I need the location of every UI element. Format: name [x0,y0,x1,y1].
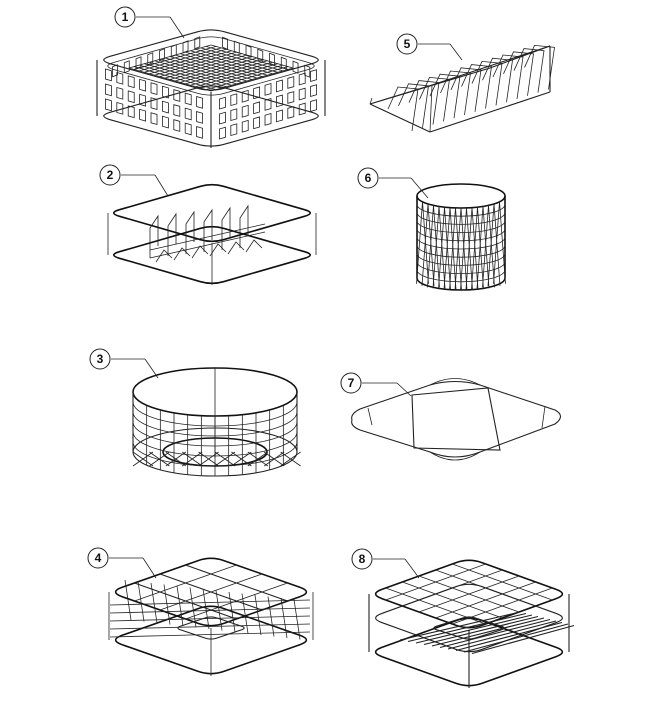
basket-8-center-cell [433,616,505,640]
basket-8-bottom-frame [374,617,564,687]
callout-7: 7 [340,372,412,397]
callout-3: 3 [89,348,159,379]
callout-3-label: 3 [97,352,104,366]
callout-4: 4 [87,547,157,579]
callout-1-label: 1 [122,10,129,24]
callout-2: 2 [99,164,169,197]
basket-item-2: 2 [99,164,317,285]
callout-5-label: 5 [404,37,411,51]
basket-6-bottom-ring [416,277,506,291]
basket-2-plate-pegs [149,204,266,263]
callout-7-label: 7 [348,376,355,390]
basket-3-drawing [132,367,301,477]
basket-4-top-frame [114,557,308,627]
callout-8: 8 [351,548,420,579]
callout-1: 1 [114,6,185,39]
basket-4-drawing [108,557,314,676]
basket-1-bottom-rim [103,85,319,147]
basket-item-3: 3 [89,348,301,477]
basket-7-tray-outline [351,380,562,458]
basket-8-top-frame [374,559,564,629]
callout-6: 6 [357,167,429,199]
basket-1-side-windows [105,36,318,140]
basket-2-top-frame [112,183,312,243]
basket-5-base-spine [369,45,551,105]
basket-1-drawing [96,29,326,148]
basket-7-drawing [351,378,562,461]
basket-item-8: 8 [351,548,575,688]
basket-item-7: 7 [340,372,562,461]
callout-4-label: 4 [95,551,102,565]
basket-2-bottom-frame [112,225,312,285]
basket-2-drawing [107,183,317,285]
callout-6-label: 6 [365,171,372,185]
callout-8-label: 8 [359,552,366,566]
basket-6-drawing [416,183,506,291]
basket-5-drawing [369,44,555,133]
basket-4-center-cell [177,616,245,640]
basket-6-top-ring [416,183,506,209]
basket-item-1: 1 [96,6,326,148]
basket-item-4: 4 [87,547,314,676]
basket-6-mesh [416,201,506,291]
basket-3-mesh [132,401,301,476]
basket-8-mesh [385,563,575,655]
basket-7-center-panel [411,387,501,451]
basket-1-grid [128,44,294,92]
callout-2-label: 2 [107,168,114,182]
basket-4-dividers [109,564,311,640]
callout-5: 5 [396,33,463,61]
basket-8-drawing [368,559,575,688]
basket-item-5: 5 [369,33,555,133]
basket-item-6: 6 [357,167,506,291]
